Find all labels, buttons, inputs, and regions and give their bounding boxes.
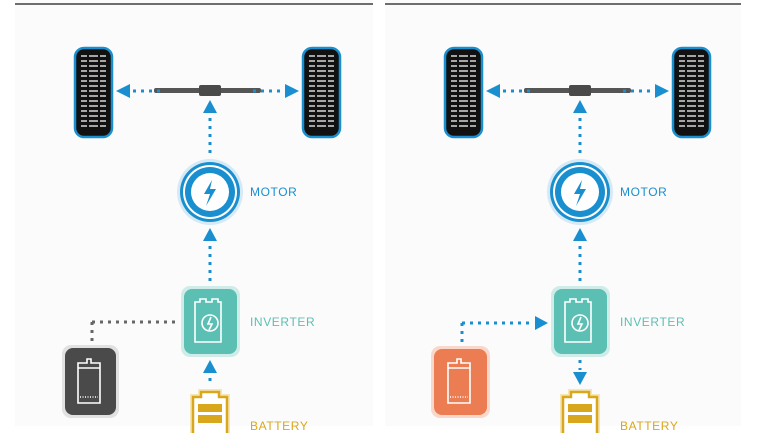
axle-to-tires-arrows <box>116 84 299 98</box>
battery-label: BATTERY <box>250 419 309 433</box>
drivetrain-diagram-right <box>431 46 712 433</box>
battery-label: BATTERY <box>620 419 679 433</box>
inverter-cycle-icon <box>194 298 222 343</box>
generator-node <box>431 346 490 418</box>
generator-icon <box>77 358 101 404</box>
battery-to-inverter-arrow <box>203 360 217 386</box>
inverter-to-motor-arrow <box>573 228 587 282</box>
axle-icon <box>524 85 631 96</box>
generator-to-inverter-arrow <box>460 316 548 342</box>
generator-icon <box>447 358 471 404</box>
inverter-cycle-icon <box>564 298 592 343</box>
inverter-to-battery-arrow <box>573 360 587 385</box>
left-tire-icon <box>73 46 114 139</box>
lightning-bolt-icon <box>204 180 216 206</box>
inverter-node <box>181 286 240 357</box>
generator-node <box>62 345 119 418</box>
battery-node <box>190 389 230 433</box>
drivetrain-diagram-left <box>62 46 342 433</box>
right-tire-icon <box>671 46 712 139</box>
battery-icon <box>568 404 592 412</box>
panel-battery-mode: MOTOR INVERTER BATTERY <box>15 0 373 433</box>
right-tire-icon <box>301 46 342 139</box>
battery-icon <box>198 404 222 412</box>
inverter-node <box>551 286 610 357</box>
panel-generator-mode: MOTOR INVERTER BATTERY <box>385 0 741 433</box>
motor-label: MOTOR <box>620 185 668 199</box>
top-divider <box>15 3 373 5</box>
top-divider <box>385 3 741 5</box>
motor-label: MOTOR <box>250 185 298 199</box>
inverter-label: INVERTER <box>620 315 686 329</box>
generator-to-inverter-link <box>90 320 180 342</box>
motor-node <box>547 159 613 225</box>
motor-to-axle-arrow <box>573 100 587 155</box>
battery-node <box>560 389 600 433</box>
inverter-label: INVERTER <box>250 315 316 329</box>
motor-to-axle-arrow <box>203 100 217 155</box>
inverter-to-motor-arrow <box>203 228 217 282</box>
axle-icon <box>154 85 261 96</box>
left-tire-icon <box>443 46 484 139</box>
motor-node <box>177 159 243 225</box>
axle-to-tires-arrows <box>486 84 669 98</box>
lightning-bolt-icon <box>574 180 586 206</box>
